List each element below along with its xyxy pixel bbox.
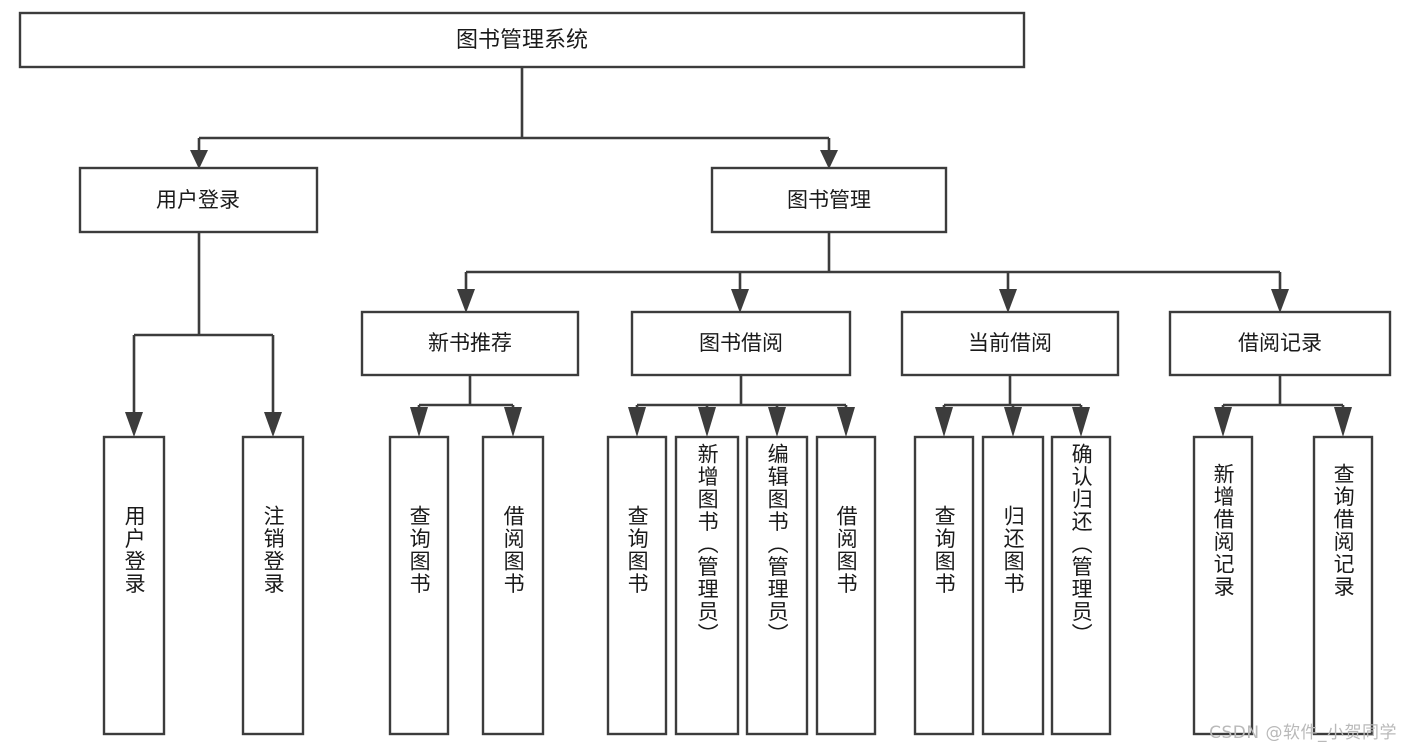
connector-group-book-manage bbox=[457, 232, 1289, 313]
node-book-manage[interactable]: 图书管理 bbox=[710, 166, 948, 234]
arrow-head-leaf-user-login bbox=[125, 412, 143, 437]
leaf-box-edit-book-admin[interactable] bbox=[745, 435, 809, 736]
arrow-head-leaf-logout bbox=[264, 412, 282, 437]
arrow-head-leaf-add-borrow-record bbox=[1214, 407, 1232, 437]
book-manage-box[interactable] bbox=[710, 166, 948, 234]
leaf-box-logout[interactable] bbox=[241, 435, 305, 736]
connector-group-root bbox=[190, 67, 838, 169]
arrow-head-leaf-query-borrow-record bbox=[1334, 407, 1352, 437]
leaf-box-confirm-return-admin[interactable] bbox=[1050, 435, 1112, 736]
leaf-box-user-login[interactable] bbox=[102, 435, 166, 736]
new-book-recommend-box[interactable] bbox=[360, 310, 580, 377]
root-box[interactable] bbox=[18, 11, 1026, 69]
node-root[interactable]: 图书管理系统 bbox=[18, 11, 1026, 69]
arrow-head-leaf-return-book bbox=[1004, 407, 1022, 437]
arrow-head-leaf-confirm-return-admin bbox=[1072, 407, 1090, 437]
connector-group-current-borrow bbox=[935, 375, 1090, 437]
arrow-head-borrow-record bbox=[1271, 289, 1289, 313]
node-new-book-recommend[interactable]: 新书推荐 bbox=[360, 310, 580, 377]
arrow-head-leaf-edit-book-admin bbox=[768, 407, 786, 437]
arrow-head-leaf-add-book-admin bbox=[698, 407, 716, 437]
leaf-box-add-book-admin[interactable] bbox=[674, 435, 740, 736]
book-manage-label: 图书管理 bbox=[787, 188, 871, 212]
arrow-head-leaf-borrow-book-new bbox=[504, 407, 522, 437]
connector-group-book-borrow bbox=[628, 375, 855, 437]
arrow-head-leaf-query-book-current bbox=[935, 407, 953, 437]
node-current-borrow[interactable]: 当前借阅 bbox=[900, 310, 1120, 377]
leaf-box-query-book-new[interactable] bbox=[388, 435, 450, 736]
connector-group-borrow-record bbox=[1214, 375, 1352, 437]
user-login-box[interactable] bbox=[78, 166, 319, 234]
arrow-head-leaf-borrow-book bbox=[837, 407, 855, 437]
user-login-label: 用户登录 bbox=[156, 188, 240, 212]
arrow-head-leaf-query-book-new bbox=[410, 407, 428, 437]
book-borrow-box[interactable] bbox=[630, 310, 852, 377]
node-book-borrow[interactable]: 图书借阅 bbox=[630, 310, 852, 377]
leaf-box-return-book[interactable] bbox=[981, 435, 1045, 736]
arrow-head-user-login bbox=[190, 150, 208, 169]
leaf-box-borrow-book[interactable] bbox=[815, 435, 877, 736]
leaf-box-query-book-borrow[interactable] bbox=[606, 435, 668, 736]
leaf-box-query-book-current[interactable] bbox=[913, 435, 975, 736]
leaf-box-add-borrow-record[interactable] bbox=[1192, 435, 1254, 736]
arrow-head-current-borrow bbox=[999, 289, 1017, 313]
node-user-login[interactable]: 用户登录 bbox=[78, 166, 319, 234]
book-borrow-label: 图书借阅 bbox=[699, 331, 783, 355]
current-borrow-label: 当前借阅 bbox=[968, 331, 1052, 355]
node-borrow-record[interactable]: 借阅记录 bbox=[1168, 310, 1392, 377]
arrow-head-leaf-query-book-borrow bbox=[628, 407, 646, 437]
new-book-recommend-label: 新书推荐 bbox=[428, 331, 512, 355]
arrow-head-book-borrow bbox=[731, 289, 749, 313]
watermark-text: CSDN @软件_小贺同学 bbox=[1209, 723, 1397, 743]
leaf-box-query-borrow-record[interactable] bbox=[1312, 435, 1374, 736]
current-borrow-box[interactable] bbox=[900, 310, 1120, 377]
arrow-head-new-book-recommend bbox=[457, 289, 475, 313]
root-label: 图书管理系统 bbox=[456, 28, 588, 53]
arrow-head-book-manage bbox=[820, 150, 838, 169]
leaf-box-borrow-book-new[interactable] bbox=[481, 435, 545, 736]
borrow-record-box[interactable] bbox=[1168, 310, 1392, 377]
connector-group-new-book-recommend bbox=[410, 375, 522, 437]
borrow-record-label: 借阅记录 bbox=[1238, 331, 1322, 355]
connector-group-user-login bbox=[125, 232, 282, 437]
